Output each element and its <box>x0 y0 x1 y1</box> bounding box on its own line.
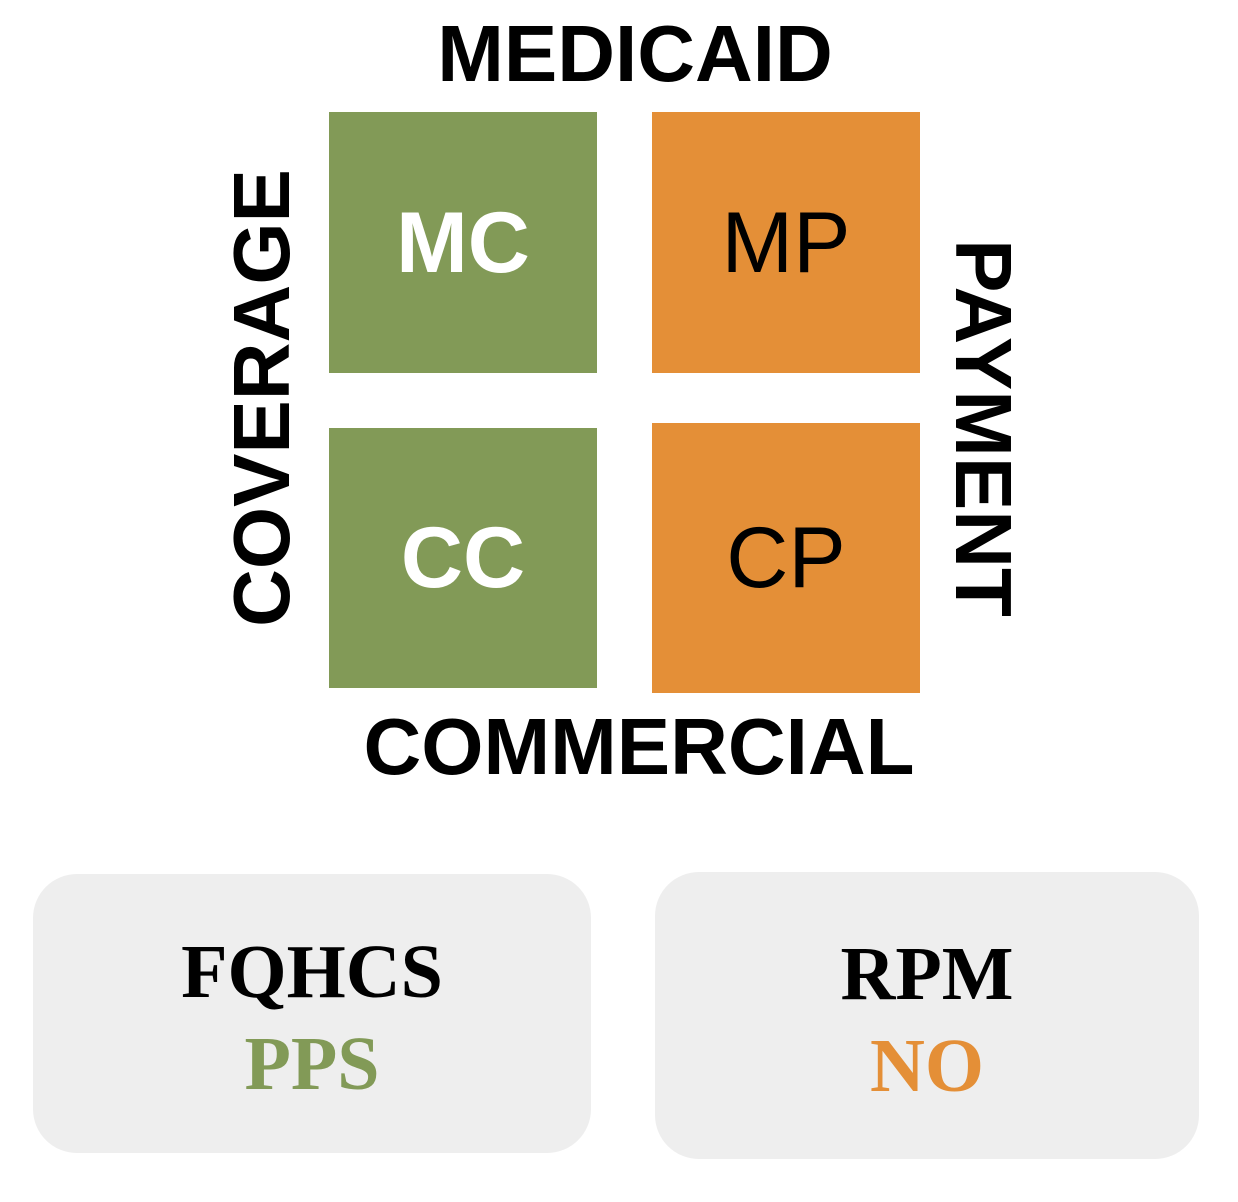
tile-mp-label: MP <box>721 194 851 291</box>
tile-cc: CC <box>329 428 597 688</box>
tile-cp: CP <box>652 423 920 693</box>
tile-cp-label: CP <box>726 510 846 606</box>
card-fqhcs: FQHCS PPS <box>33 874 591 1153</box>
tile-cc-label: CC <box>400 510 526 606</box>
card-fqhcs-value: PPS <box>244 1021 380 1106</box>
card-rpm-value: NO <box>870 1023 984 1108</box>
card-rpm-title: RPM <box>840 931 1014 1016</box>
axis-label-commercial: COMMERCIAL <box>363 702 915 791</box>
tile-mc: MC <box>329 112 597 373</box>
card-rpm: RPM NO <box>655 872 1199 1159</box>
axis-label-coverage: COVERAGE <box>217 169 306 627</box>
tile-mc-label: MC <box>396 194 530 291</box>
tile-mp: MP <box>652 112 920 373</box>
card-fqhcs-title: FQHCS <box>181 929 443 1014</box>
axis-label-payment: PAYMENT <box>939 239 1028 617</box>
axis-label-medicaid: MEDICAID <box>437 9 833 98</box>
